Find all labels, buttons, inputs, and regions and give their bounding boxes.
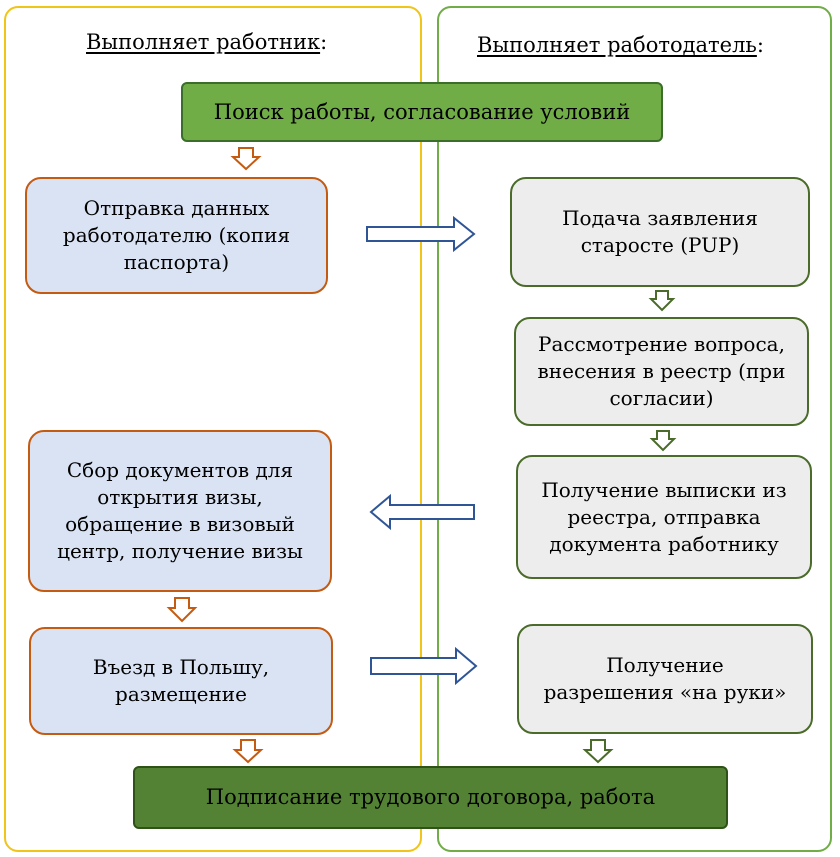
down-arrow-icon [166, 597, 198, 623]
down-arrow-icon [582, 739, 614, 764]
down-arrow-icon [232, 739, 264, 764]
step-contract: Подписание трудового договора, работа [133, 766, 728, 829]
down-arrow-icon [648, 290, 676, 312]
down-arrow-icon [649, 430, 677, 452]
step-entry: Въезд в Польшу,размещение [29, 627, 333, 735]
down-arrow-icon [230, 147, 262, 171]
step-review: Рассмотрение вопроса,внесения в реестр (… [514, 317, 809, 426]
employer-column [437, 6, 832, 852]
worker-column [4, 6, 422, 852]
step-search-job: Поиск работы, согласование условий [181, 82, 663, 142]
worker-column-header: Выполняет работник: [86, 30, 328, 54]
employer-column-header: Выполняет работодатель: [477, 33, 764, 57]
right-arrow-icon [370, 646, 478, 686]
left-arrow-icon [369, 493, 475, 531]
right-arrow-icon [366, 215, 476, 253]
